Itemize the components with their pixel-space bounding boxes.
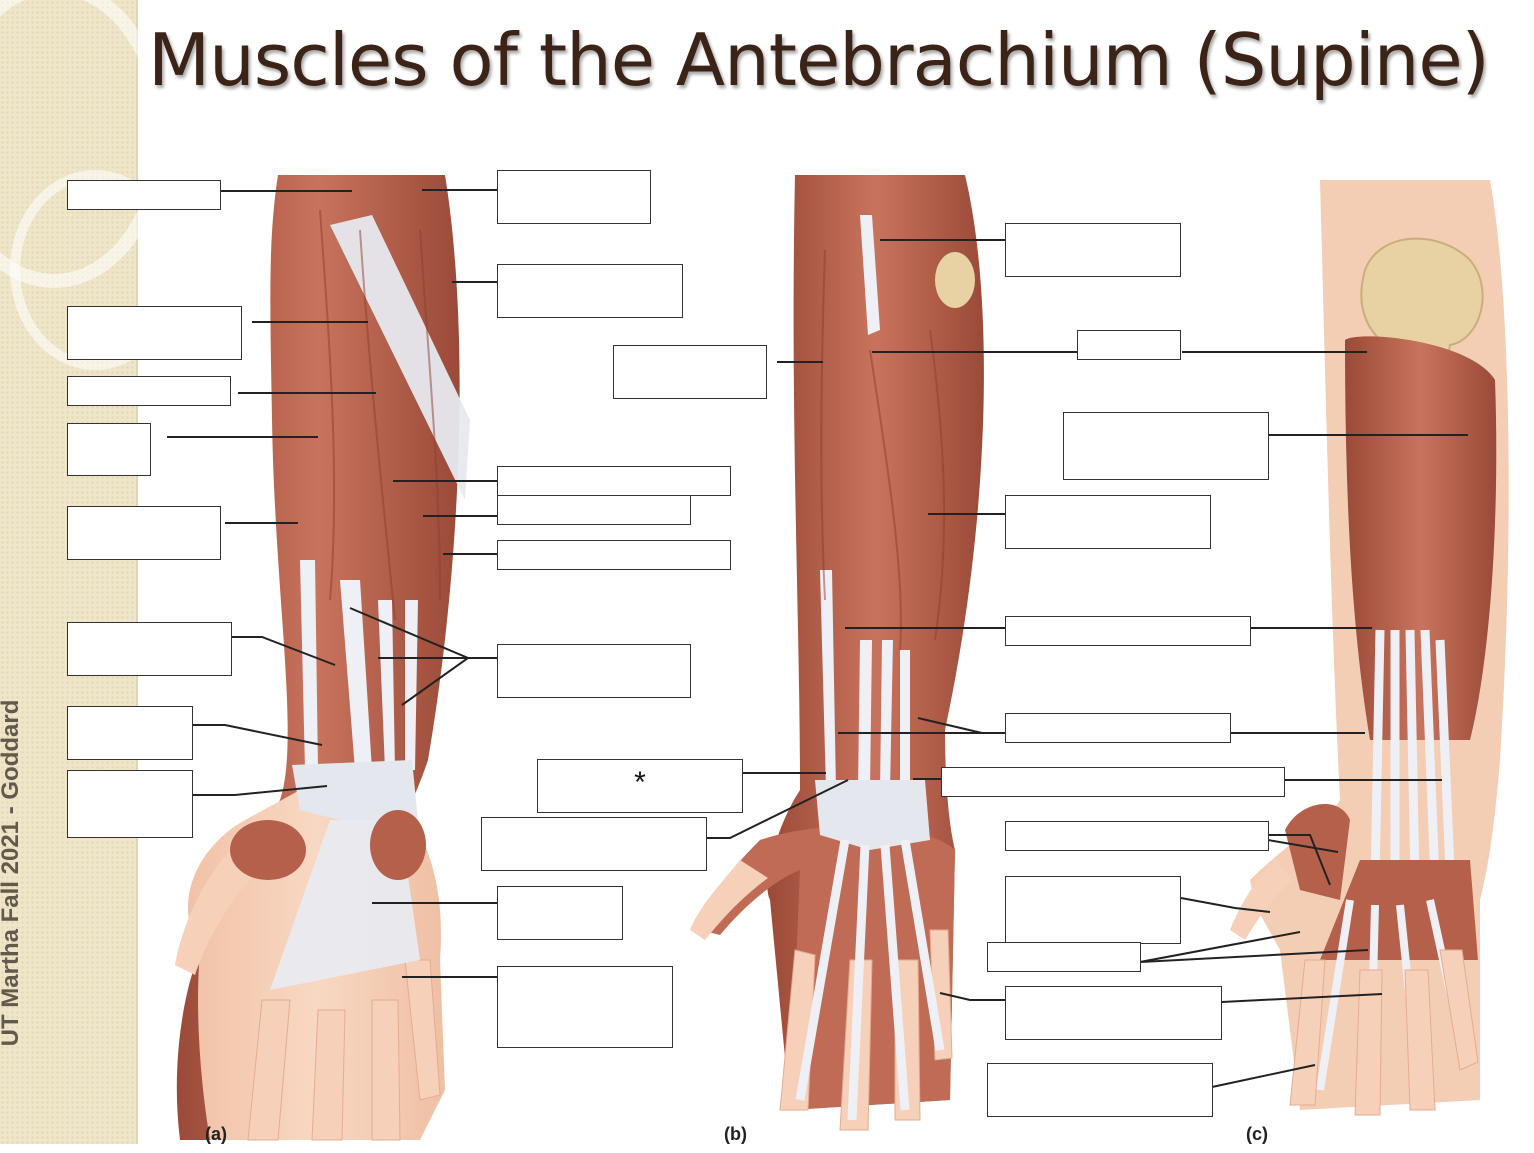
label-box[interactable]: [987, 1063, 1213, 1117]
forearm-c: [1230, 180, 1509, 1116]
asterisk-mark: *: [634, 766, 646, 799]
label-box[interactable]: [1005, 495, 1211, 549]
label-box[interactable]: [1005, 821, 1269, 851]
label-box[interactable]: [941, 767, 1285, 797]
forearm-b: [690, 175, 984, 1131]
label-box-marked[interactable]: *: [537, 759, 743, 813]
page-title: Muscles of the Antebrachium (Supine): [148, 18, 1490, 102]
epicondyle-b: [935, 252, 975, 308]
leader-line: [232, 636, 336, 666]
label-box[interactable]: [481, 817, 707, 871]
retinaculum-b: [815, 780, 930, 850]
retinaculum-a: [292, 760, 418, 825]
leader-line: [1139, 931, 1301, 963]
label-box[interactable]: [1005, 986, 1222, 1040]
label-box[interactable]: [67, 423, 151, 476]
label-box[interactable]: [67, 180, 221, 210]
label-box[interactable]: [1005, 713, 1231, 743]
label-box[interactable]: [67, 622, 232, 676]
elbow-tendon-b: [860, 215, 880, 335]
leader-lines: [167, 189, 1468, 1088]
label-box[interactable]: [497, 170, 651, 224]
leader-line: [707, 779, 849, 839]
fingers-b: [779, 929, 953, 1131]
fingers-c: [1289, 949, 1479, 1116]
label-box[interactable]: [67, 706, 193, 760]
label-box[interactable]: [1077, 330, 1181, 360]
muscle-lines-b: [820, 249, 946, 651]
forearm-a: [175, 175, 470, 1141]
thenar-a: [230, 820, 306, 880]
label-box[interactable]: [497, 886, 623, 940]
label-box[interactable]: [67, 376, 231, 406]
tendons-b: [820, 570, 910, 790]
decorative-ring: [10, 170, 180, 370]
label-box[interactable]: [497, 644, 691, 698]
hypothenar-a: [370, 810, 426, 880]
panel-label-a: (a): [205, 1124, 227, 1144]
fingers-a: [247, 959, 441, 1141]
deep-muscles-c: [1345, 336, 1497, 740]
label-box[interactable]: [1063, 412, 1269, 480]
leader-line: [939, 992, 1005, 1001]
leader-line: [1211, 1064, 1316, 1088]
panel-label-b: (b): [724, 1124, 747, 1144]
label-box[interactable]: [613, 345, 767, 399]
label-box[interactable]: [497, 540, 731, 570]
label-box[interactable]: [497, 466, 731, 496]
label-box[interactable]: [497, 966, 673, 1048]
tendons-c: [1370, 629, 1455, 881]
label-box[interactable]: [497, 264, 683, 318]
leader-line: [1139, 949, 1369, 963]
leader-line: [193, 724, 323, 746]
panel-label-c: (c): [1246, 1124, 1268, 1144]
muscle-lines-a: [319, 209, 441, 621]
leader-line: [1268, 834, 1331, 886]
label-box[interactable]: [987, 942, 1141, 972]
tendons-a: [300, 560, 418, 770]
label-box[interactable]: [67, 306, 242, 360]
thumb-b: [690, 860, 768, 940]
label-box[interactable]: [67, 770, 193, 838]
label-box[interactable]: [67, 506, 221, 560]
leader-line: [1180, 897, 1271, 913]
leader-line: [1267, 839, 1339, 853]
label-box[interactable]: [1005, 616, 1251, 646]
label-box[interactable]: [1005, 876, 1181, 944]
finger-tendons-b: [795, 839, 945, 1121]
leader-line: [193, 785, 328, 796]
label-box[interactable]: [1005, 223, 1181, 277]
label-box[interactable]: [497, 495, 691, 525]
leader-line: [1221, 993, 1383, 1003]
thumb-c: [1230, 860, 1292, 940]
